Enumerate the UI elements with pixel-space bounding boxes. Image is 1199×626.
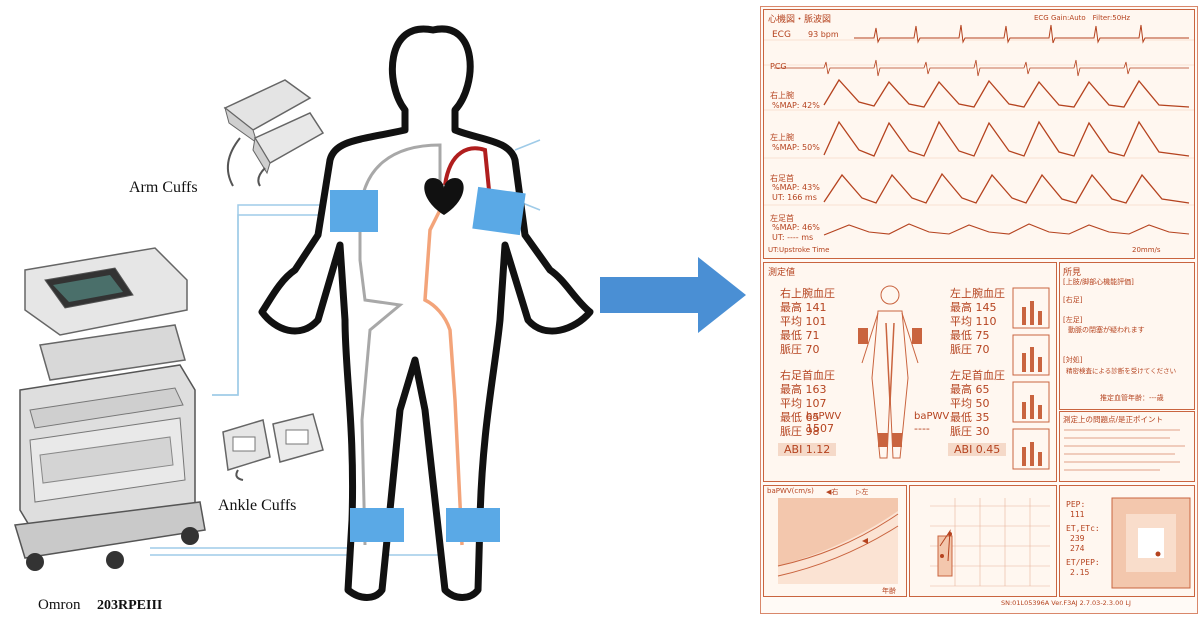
device-brand-label: Omron [38,597,81,614]
right-arm-bp-title: 右上腕血圧 [780,285,835,301]
left-ankle-cuff [446,508,500,542]
ut-chart-panel [909,485,1057,597]
abi-left: ABI 0.45 [948,443,1006,456]
findings-right: [右足] [1063,295,1082,305]
waveform-title: 心機図・脈波図 [768,12,831,25]
waveform-gain: ECG Gain:Auto Filter:50Hz [1034,13,1130,23]
ecg-label: ECG [772,30,791,40]
mini-body-figure [850,283,930,463]
vascular-age: 推定血管年齢：---歳 [1100,393,1164,403]
body-outline [262,29,590,598]
pep-panel: PEP: 111 ET,ETc: 239 274 ET/PEP: 2.15 [1059,485,1195,597]
right-arrow-icon [598,255,748,335]
mini-wave-thumbs [1012,287,1050,472]
body-diagram [150,0,620,621]
findings-action: [対処] [1063,355,1082,365]
left-ankle-bp-table: 最高 65 平均 50 最低 35 脈圧 30 [950,383,990,439]
scale-note: 20mm/s [1132,246,1161,254]
findings-panel: 所見 [上肢/脚部心機能評価] [右足] [左足] 動脈の閉塞が疑われます [対… [1059,262,1195,410]
left-arm-bp-table: 最高 145 平均 110 最低 75 脈圧 70 [950,301,997,357]
left-arm-wave-label: 左上腕 [770,132,794,143]
right-arm-bp-table: 最高 141 平均 101 最低 71 脈圧 70 [780,301,827,357]
right-arm-cuff [330,190,378,232]
bapwv-left-block: baPWV ---- [914,411,949,435]
left-arm-map: %MAP: 50% [772,143,820,152]
left-arm-bp-title: 左上腕血圧 [950,285,1005,301]
ecg-rate: 93 bpm [808,30,839,39]
left-ankle-map: %MAP: 46% [772,223,820,232]
right-ankle-bp-title: 右足首血圧 [780,367,835,383]
right-arm-map: %MAP: 42% [772,101,820,110]
right-ankle-ut: UT: 166 ms [772,193,817,202]
findings-line2: 精密検査による診断を受けてください [1066,365,1176,375]
right-arm-wave-label: 右上腕 [770,90,794,101]
report-sheet: 心機図・脈波図 ECG Gain:Auto Filter:50Hz ECG 93… [760,6,1198,614]
waveform-panel: 心機図・脈波図 ECG Gain:Auto Filter:50Hz ECG 93… [763,9,1195,259]
report-footer: SN:01L05396A Ver.F3AJ 2.7.03-2.3.00 LJ [1001,599,1131,607]
bapwv-right-block: baPWV 1507 [806,411,841,435]
pwv-chart-panel: baPWV(cm/s) ◀右 ▷左 年齢 [763,485,907,597]
age-axis-label: 年齢 [882,586,896,596]
left-arm-cuff [472,187,525,235]
left-ankle-ut: UT: ---- ms [772,233,813,242]
left-ankle-bp-title: 左足首血圧 [950,367,1005,383]
measured-title: 測定値 [768,265,795,278]
abi-right: ABI 1.12 [778,443,836,456]
measured-panel: 測定値 右上腕血圧 最高 141 平均 101 最低 71 脈圧 70 右足首血… [763,262,1057,482]
right-ankle-cuff [350,508,404,542]
findings-line1: 動脈の閉塞が疑われます [1068,325,1145,335]
right-ankle-map: %MAP: 43% [772,183,820,192]
points-panel: 測定上の問題点/是正ポイント [1059,411,1195,482]
findings-sub: [上肢/脚部心機能評価] [1063,277,1134,287]
findings-left: [左足] [1063,315,1082,325]
pcg-label: PCG [770,62,787,71]
ut-note: UT:Upstroke Time [768,246,829,254]
